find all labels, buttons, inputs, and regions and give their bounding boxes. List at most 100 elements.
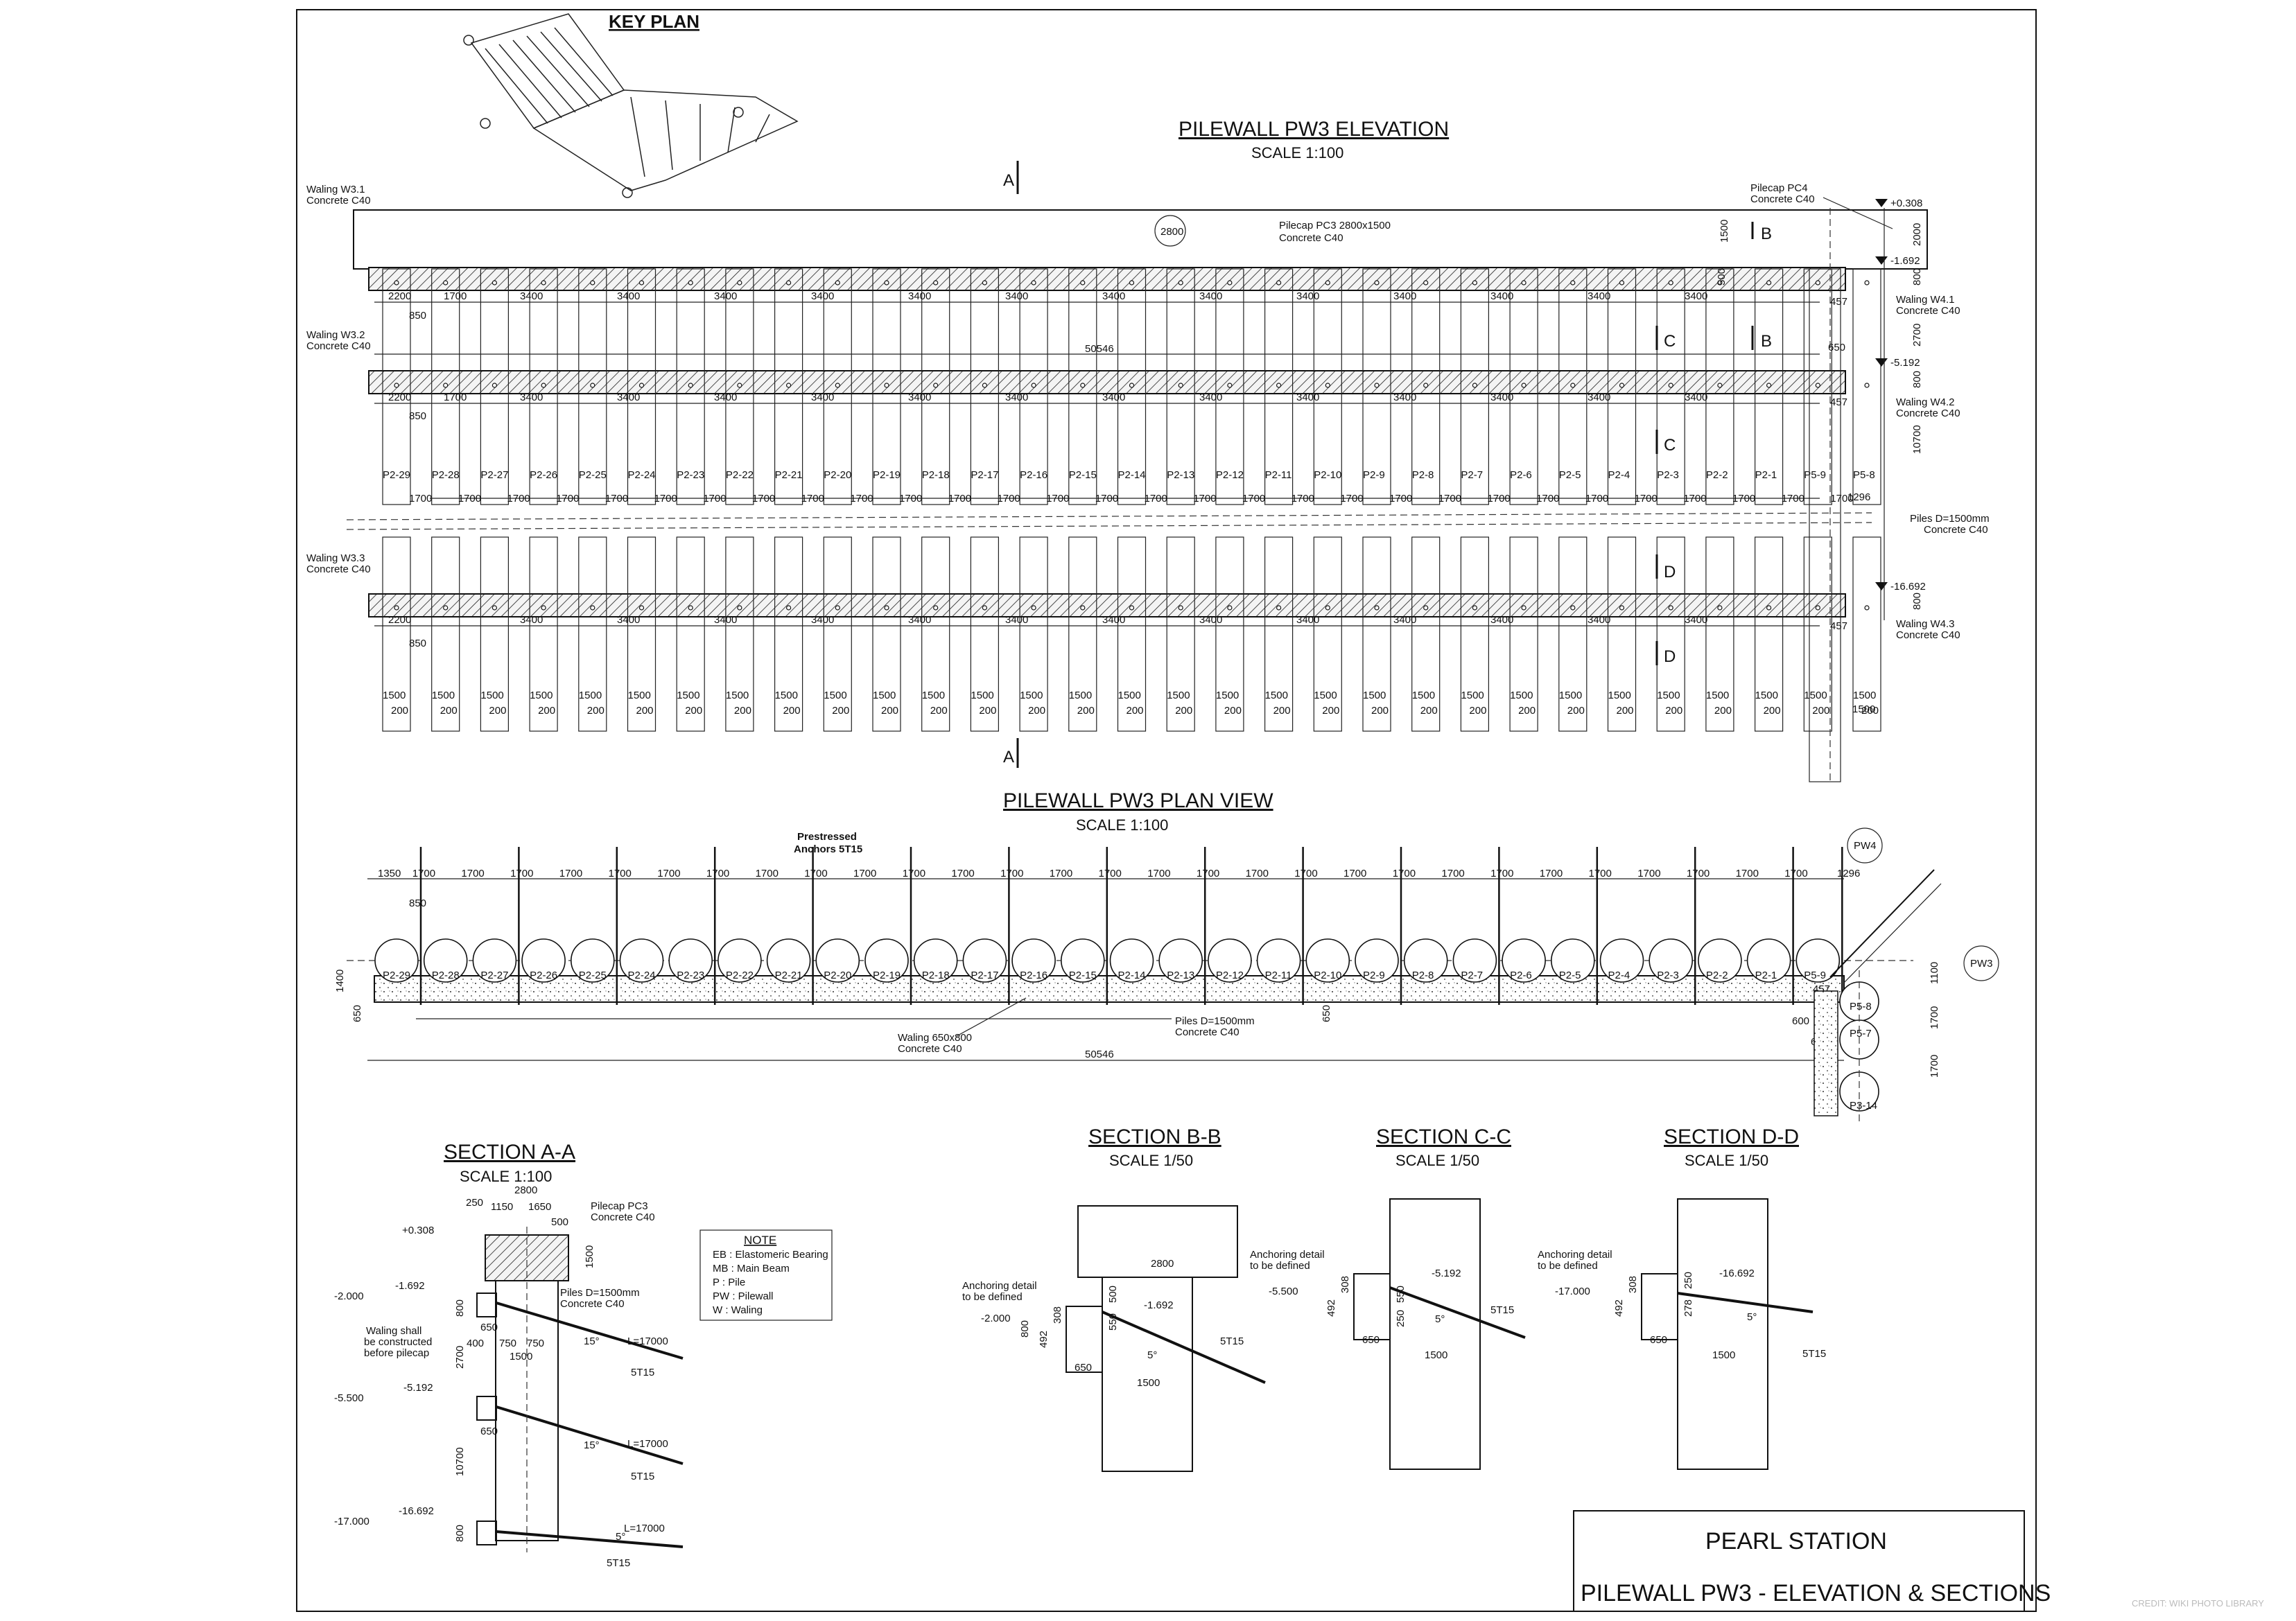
elevation-pile: [1656, 268, 1685, 505]
aa-dim-650: 650: [480, 1322, 498, 1333]
section-aa: SECTION A-A SCALE 1:100 250 2800 1150 16…: [334, 1141, 684, 1569]
plan-dim-1296: 1296: [1837, 868, 1860, 879]
anchor-head: [443, 383, 449, 388]
dim-1296-right: 1296: [1847, 491, 1870, 503]
corner-pile-p5-7-label: P5-7: [1850, 1028, 1872, 1040]
elevation-pile-diameter: 1500: [1412, 690, 1435, 701]
waling-w4-2-concrete: Concrete C40: [1896, 408, 1960, 419]
elevation-pile-label: P2-16: [1020, 469, 1047, 481]
plan-pile-label: P2-7: [1461, 970, 1483, 981]
elevation-pile-spacing: 1700: [801, 493, 824, 505]
elevation-pile-label: P2-4: [1608, 469, 1630, 481]
anchor-head: [1276, 383, 1282, 388]
plan-pile: [815, 938, 860, 983]
elevation-pile-gap: 200: [881, 705, 898, 717]
anchor-head: [1815, 383, 1820, 388]
elevation-pile-lower: [1755, 536, 1784, 732]
piles-note-line2: Concrete C40: [1924, 524, 1988, 536]
elevation-pile-lower: [1313, 536, 1342, 732]
anchor-head: [884, 383, 889, 388]
bb-dim-800: 800: [1019, 1320, 1031, 1338]
elevation-pile: [431, 268, 460, 505]
elevation-pile-gap: 200: [1127, 705, 1144, 717]
plan-pile: [1061, 938, 1105, 983]
pilecap-pc4-line2: Concrete C40: [1750, 193, 1815, 205]
waling-w4-1-label: Waling W4.1: [1896, 294, 1954, 306]
cc-waling: [1353, 1273, 1391, 1340]
plan-spacing: 1700: [853, 868, 876, 879]
bb-dim-650: 650: [1075, 1362, 1092, 1374]
plan-pile-label: P2-15: [1069, 970, 1097, 981]
aa-dim-250: 250: [466, 1197, 483, 1209]
aa-level-16692: -16.692: [399, 1505, 434, 1517]
anchor-head: [1129, 383, 1135, 388]
aa-dim-650b: 650: [480, 1426, 498, 1437]
elevation-pile-spacing: 1700: [1438, 493, 1461, 505]
anchor-head: [933, 280, 939, 286]
elevation-pile-gap: 200: [1665, 705, 1682, 717]
elevation-pile: [970, 268, 1000, 505]
plan-pile: [1698, 938, 1742, 983]
right-dim-2000: 2000: [1911, 223, 1923, 246]
anchor-head: [1129, 280, 1135, 286]
section-aa-scale: SCALE 1:100: [460, 1168, 552, 1185]
pile-bubble: [1154, 215, 1186, 247]
elevation-dim-row3: 3400: [1393, 614, 1416, 626]
elevation-pile-spacing: 1700: [605, 493, 628, 505]
anchors-line1: Prestressed: [797, 831, 857, 843]
elevation-pile-gap: 200: [979, 705, 996, 717]
aa-waling-3: [476, 1521, 497, 1545]
title-block-drawing: PILEWALL PW3 - ELEVATION & SECTIONS: [1581, 1580, 2051, 1606]
elevation-pile-lower: [1656, 536, 1685, 732]
elevation-pile-diameter: 1500: [480, 690, 503, 701]
elevation-pile-lower: [872, 536, 901, 732]
elevation-pile: [578, 268, 607, 505]
plan-pile: [1158, 938, 1203, 983]
plan-pile: [1305, 938, 1350, 983]
elevation-dim-row1: 3400: [617, 290, 640, 302]
right-dim-800c: 800: [1911, 593, 1923, 610]
pw4-bubble: [1847, 827, 1883, 864]
elevation-pile-gap: 200: [1812, 705, 1829, 717]
plan-pile: [962, 938, 1007, 983]
anchor-head: [835, 383, 840, 388]
elevation-pile-gap: 200: [1861, 705, 1879, 717]
aa-level-1692: -1.692: [395, 1280, 425, 1292]
plan-spacing: 1700: [1490, 868, 1513, 879]
elevation-pile-lower: [1509, 536, 1538, 732]
elevation-pile-gap: 200: [832, 705, 849, 717]
bb-dim-500: 500: [1107, 1286, 1119, 1303]
elevation-pile-label: P2-18: [922, 469, 950, 481]
anchor-head: [1717, 605, 1723, 611]
elevation-pile-gap: 200: [587, 705, 605, 717]
elevation-pile-label: P2-8: [1412, 469, 1434, 481]
elevation-pile-spacing: 1700: [1683, 493, 1706, 505]
anchor-head: [1374, 280, 1380, 286]
elevation-pile: [1019, 268, 1048, 505]
plan-spacing: 1700: [1441, 868, 1464, 879]
elevation-pile-gap: 200: [636, 705, 654, 717]
bb-detail-1: Anchoring detail: [962, 1280, 1037, 1292]
break-line-1: [346, 512, 1872, 520]
waling-w3-2-label: Waling W3.2: [306, 329, 365, 341]
elevation-dim-row1: 3400: [520, 290, 543, 302]
aa-dim-1650: 1650: [528, 1201, 551, 1213]
bb-waling: [1066, 1306, 1103, 1373]
plan-pile-label: P2-13: [1167, 970, 1194, 981]
aa-tendon-2: 5T15: [631, 1471, 654, 1482]
elevation-pile-label: P2-19: [873, 469, 901, 481]
plan-pile: [766, 938, 811, 983]
elevation-pile-diameter: 1500: [1510, 690, 1533, 701]
plan-pile-label: P2-14: [1118, 970, 1146, 981]
elevation-pile-diameter: 1500: [1853, 690, 1876, 701]
elevation-pile-gap: 200: [489, 705, 506, 717]
section-marker-c2: C: [1664, 436, 1676, 455]
elevation-dim-row3: 3400: [908, 614, 931, 626]
elevation-pile-spacing: 1700: [948, 493, 971, 505]
elevation-pile-spacing: 1700: [458, 493, 481, 505]
elevation-pile-label: P5-8: [1853, 469, 1875, 481]
anchor-head: [1227, 280, 1233, 286]
elevation-pile-spacing: 1700: [1635, 493, 1658, 505]
section-marker-a-bottom: A: [1003, 748, 1014, 766]
elevation-dim-row3: 3400: [1588, 614, 1610, 626]
